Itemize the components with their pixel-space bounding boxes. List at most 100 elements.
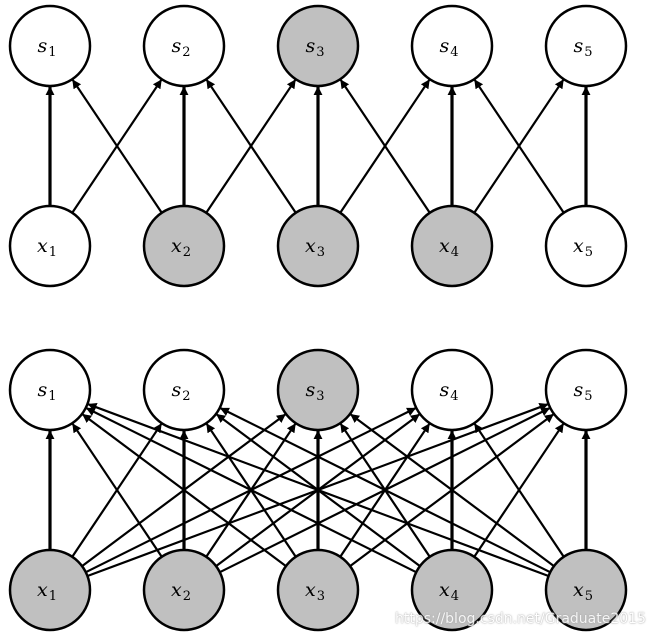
output-node-s4: s4: [410, 4, 494, 88]
input-label-var: x: [439, 235, 450, 257]
output-label-subscript: 5: [584, 45, 592, 60]
output-label: s3: [305, 379, 324, 404]
input-label-subscript: 1: [49, 589, 57, 604]
input-circle: [410, 204, 494, 288]
input-label: x2: [171, 579, 191, 604]
output-label-var: s: [573, 35, 583, 57]
output-label: s5: [573, 35, 592, 60]
output-label-var: s: [439, 379, 449, 401]
input-circle: [142, 204, 226, 288]
output-label: s2: [171, 35, 190, 60]
edge-x4-to-s1: [85, 407, 417, 574]
output-label: s2: [171, 379, 190, 404]
input-label: x5: [573, 235, 593, 260]
edge-x3-to-s1: [82, 413, 287, 567]
output-node-s4: s4: [410, 348, 494, 432]
output-label-var: s: [439, 35, 449, 57]
output-circle: [410, 4, 494, 88]
output-circle: [8, 348, 92, 432]
output-label: s4: [439, 379, 458, 404]
input-label-subscript: 4: [451, 589, 459, 604]
edge-x5-to-s3: [350, 413, 555, 567]
input-label: x1: [37, 579, 57, 604]
output-label: s4: [439, 35, 458, 60]
output-circle: [142, 4, 226, 88]
input-node-x5: x5: [544, 204, 628, 288]
input-node-x1: x1: [8, 204, 92, 288]
input-node-x2: x2: [142, 548, 226, 632]
output-node-s2: s2: [142, 348, 226, 432]
input-label-var: x: [37, 579, 48, 601]
output-label-subscript: 4: [450, 389, 458, 404]
input-circle: [544, 548, 628, 632]
input-label-subscript: 5: [585, 589, 593, 604]
input-node-x5: x5: [544, 548, 628, 632]
input-node-x2: x2: [142, 204, 226, 288]
input-label-var: x: [171, 235, 182, 257]
edge-x5-to-s1: [87, 402, 549, 578]
output-label-subscript: 2: [182, 45, 190, 60]
input-node-x4: x4: [410, 204, 494, 288]
input-label-var: x: [573, 235, 584, 257]
edge-x2-to-s1: [71, 423, 163, 558]
input-node-x1: x1: [8, 548, 92, 632]
output-label-subscript: 4: [450, 45, 458, 60]
output-circle: [276, 348, 360, 432]
output-label: s1: [37, 379, 56, 404]
input-circle: [142, 548, 226, 632]
output-node-s1: s1: [8, 348, 92, 432]
output-label: s3: [305, 35, 324, 60]
output-label-subscript: 5: [584, 389, 592, 404]
edge-x5-to-s4: [473, 423, 565, 558]
output-node-s5: s5: [544, 4, 628, 88]
output-circle: [276, 4, 360, 88]
output-label-var: s: [305, 379, 315, 401]
output-label-var: s: [573, 379, 583, 401]
output-label-var: s: [305, 35, 315, 57]
input-label: x5: [573, 579, 593, 604]
input-label: x4: [439, 235, 459, 260]
output-label-subscript: 3: [316, 389, 324, 404]
input-label-var: x: [37, 235, 48, 257]
output-node-s2: s2: [142, 4, 226, 88]
input-circle: [276, 204, 360, 288]
input-label: x2: [171, 235, 191, 260]
input-circle: [410, 548, 494, 632]
output-label-subscript: 1: [48, 389, 56, 404]
input-label-var: x: [305, 235, 316, 257]
input-label-subscript: 3: [317, 245, 325, 260]
input-label-var: x: [439, 579, 450, 601]
output-label-var: s: [171, 379, 181, 401]
input-node-x4: x4: [410, 548, 494, 632]
output-circle: [544, 348, 628, 432]
input-label-subscript: 1: [49, 245, 57, 260]
output-node-s5: s5: [544, 348, 628, 432]
output-label: s1: [37, 35, 56, 60]
edge-x2-to-s1: [71, 79, 163, 214]
input-label-subscript: 2: [183, 589, 191, 604]
output-circle: [142, 348, 226, 432]
watermark-text: https://blog.csdn.net/Graduate2015: [394, 611, 646, 627]
output-circle: [410, 348, 494, 432]
output-label: s5: [573, 379, 592, 404]
input-label-var: x: [573, 579, 584, 601]
output-label-var: s: [171, 35, 181, 57]
input-circle: [276, 548, 360, 632]
output-node-s1: s1: [8, 4, 92, 88]
input-label: x3: [305, 579, 325, 604]
output-circle: [544, 4, 628, 88]
edge-x5-to-s2: [219, 407, 551, 574]
input-label-subscript: 3: [317, 589, 325, 604]
edge-x5-to-s4: [473, 79, 565, 214]
output-label-var: s: [37, 379, 47, 401]
output-circle: [8, 4, 92, 88]
input-circle: [8, 548, 92, 632]
edge-x3-to-s2: [205, 79, 297, 214]
input-label: x1: [37, 235, 57, 260]
output-label-var: s: [37, 35, 47, 57]
input-circle: [8, 204, 92, 288]
input-label: x3: [305, 235, 325, 260]
